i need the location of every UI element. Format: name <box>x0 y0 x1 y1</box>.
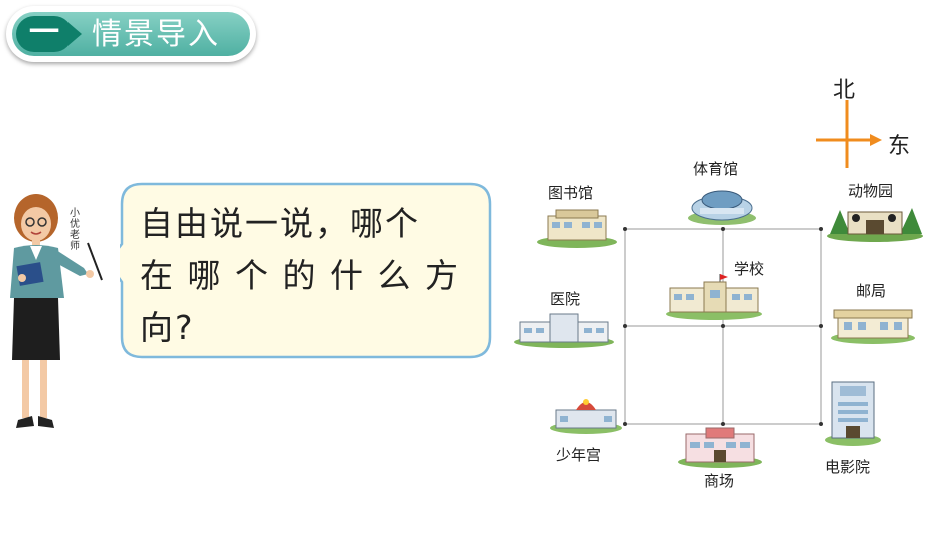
bubble-line-3: 向? <box>140 308 195 347</box>
map-label-mall: 商场 <box>704 472 735 490</box>
map-label-cinema: 电影院 <box>825 458 871 476</box>
youth-palace-building-icon <box>550 399 622 434</box>
compass-cross <box>816 100 882 168</box>
teacher-name-label: 小优老师 <box>70 208 80 252</box>
hospital-building-icon <box>514 313 614 348</box>
gym-building-icon <box>688 190 756 225</box>
header-arrow <box>68 22 82 46</box>
section-title: 情景导入 <box>92 17 220 52</box>
library-building-icon <box>537 209 617 248</box>
speech-bubble <box>120 182 492 359</box>
teacher-illustration <box>10 194 103 428</box>
map-label-post-office: 邮局 <box>856 282 887 300</box>
post-office-building-icon <box>831 309 915 344</box>
map-label-zoo: 动物园 <box>848 182 894 200</box>
header-pill-inner: 一 情景导入 <box>12 12 250 56</box>
map-label-hospital: 医院 <box>550 290 581 308</box>
section-header: 一 情景导入 <box>6 6 256 62</box>
map-label-youth-palace: 少年宫 <box>556 446 602 464</box>
map-label-library: 图书馆 <box>548 184 594 202</box>
cinema-building-icon <box>825 381 881 446</box>
section-number: 一 <box>16 16 72 52</box>
school-building-icon <box>666 274 762 320</box>
zoo-gate-icon <box>827 208 923 242</box>
bubble-line-2: 在 哪 个 的 什 么 方 <box>140 256 460 295</box>
bubble-text: 自由说一说，哪个 在 哪 个 的 什 么 方 向? <box>140 198 480 354</box>
compass-north-label: 北 <box>833 78 856 103</box>
map-label-gym: 体育馆 <box>693 160 739 178</box>
bubble-line-1: 自由说一说，哪个 <box>140 204 420 243</box>
map-label-school: 学校 <box>734 260 765 278</box>
compass-east-label: 东 <box>888 134 911 159</box>
mall-building-icon <box>678 427 762 468</box>
